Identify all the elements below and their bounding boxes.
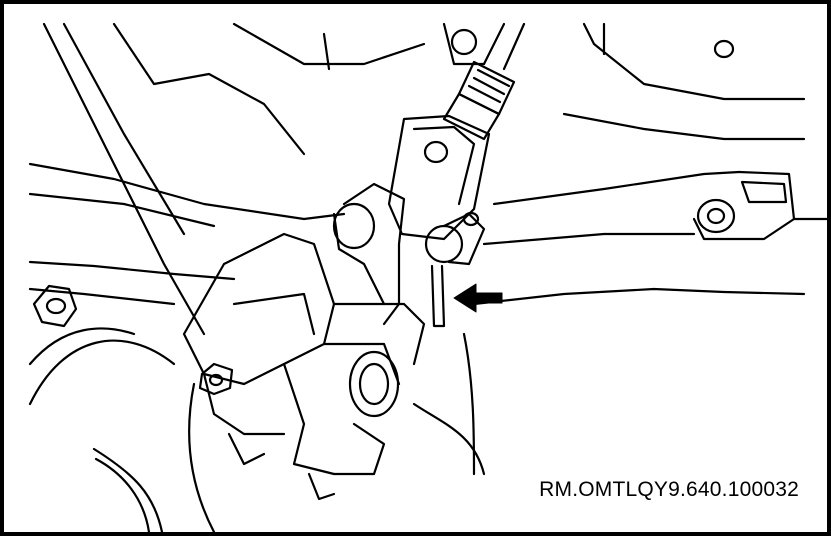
upper-right-panel [562,22,806,141]
bracket-bolt [198,362,234,396]
cross-rod [28,162,346,306]
bracket-housing [182,232,426,501]
control-cable [442,22,526,141]
left-bolt [32,284,78,328]
right-arm [482,170,827,246]
cotter-pin [430,264,446,328]
figure-reference-code: RM.OMTLQY9.640.100032 [539,478,799,501]
lower-hub [28,327,216,532]
arrow-left-icon [453,283,503,313]
clevis-pin [424,211,486,266]
line-illustration [28,22,827,532]
clevis-yoke [387,114,491,241]
chassis-frame [42,22,486,336]
lever-arm [332,182,406,326]
lower-right-body [412,287,806,476]
